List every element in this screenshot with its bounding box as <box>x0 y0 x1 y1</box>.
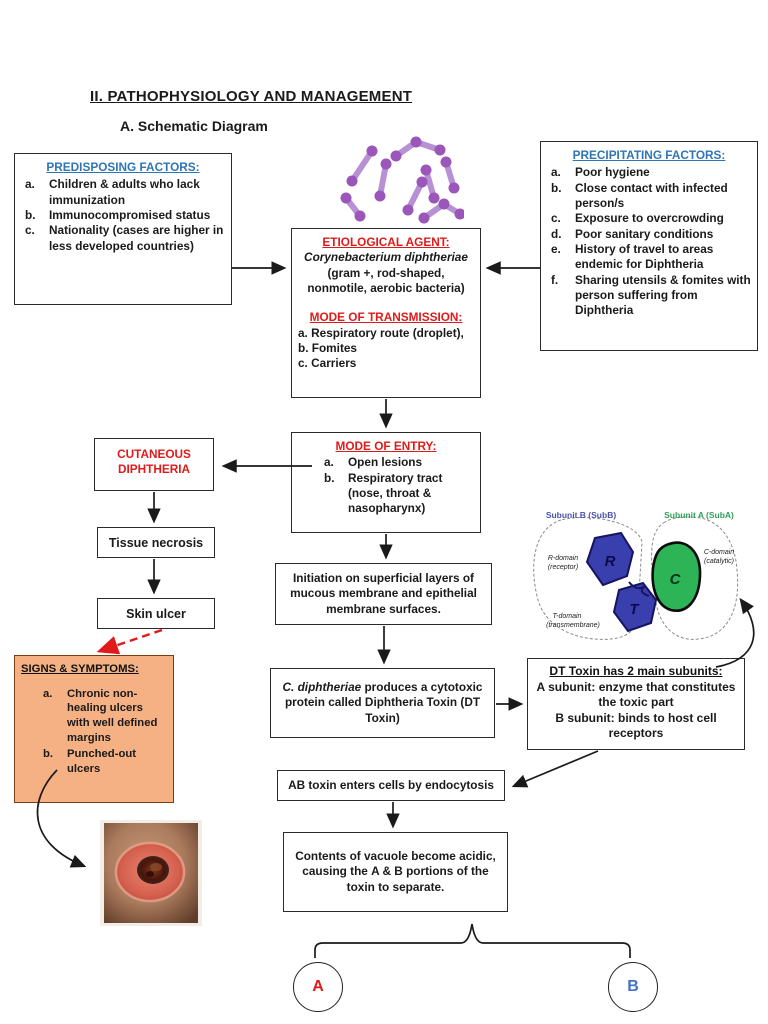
subunit-a-circle: A <box>293 962 343 1012</box>
subunit-a-outline <box>651 516 739 640</box>
list-item: d. Poor sanitary conditions <box>551 226 714 241</box>
list-item: f. Sharing utensils & fomites with perso… <box>551 272 751 318</box>
subunit-b-outline <box>533 516 643 640</box>
section-subtitle: A. Schematic Diagram <box>120 118 268 134</box>
dt-subunits-box: DT Toxin has 2 main subunits: A subunit:… <box>527 658 745 750</box>
list-item: b. Close contact with infected person/s <box>551 180 728 210</box>
list-item: a. Children & adults who lack immunizati… <box>25 177 200 207</box>
svg-text:(transmembrane): (transmembrane) <box>546 622 600 629</box>
vacuole-text: Contents of vacuole become acidic, causi… <box>295 849 496 894</box>
list-item: a. Poor hygiene <box>551 165 650 180</box>
vacuole-box: Contents of vacuole become acidic, causi… <box>283 832 508 912</box>
subunit-b-circle: B <box>608 962 658 1012</box>
skin-ulcer-box: Skin ulcer <box>97 598 215 629</box>
subunit-a-label: Subunit A (SubA) <box>664 510 734 520</box>
species-desc: (gram +, rod-shaped, <box>327 265 445 280</box>
transmission-item: b. Fomites <box>298 340 357 355</box>
c-letter: C <box>670 571 682 588</box>
c-domain-blob <box>651 541 702 612</box>
signs-heading: SIGNS & SYMPTOMS: <box>21 663 139 675</box>
bacteria-illustration <box>340 136 464 224</box>
skin-ulcer-photo <box>100 820 202 926</box>
list-item: c. Nationality (cases are higher in less… <box>25 223 224 253</box>
svg-text:C-domain: C-domain <box>704 549 734 556</box>
split-brace <box>314 923 631 958</box>
arrow-ulcer-to-signs-red <box>96 628 163 655</box>
transmission-item: c. Carriers <box>298 356 357 371</box>
mode-of-entry-heading: MODE OF ENTRY: <box>335 439 437 453</box>
precipitating-factors-box: PRECIPITATING FACTORS: a. Poor hygiene b… <box>540 141 758 351</box>
r-letter: R <box>605 553 616 570</box>
list-item: b. Punched-out ulcers <box>43 748 137 776</box>
etiological-agent-box: ETIOLOGICAL AGENT: Corynebacterium dipht… <box>291 228 481 398</box>
species-name: Corynebacterium diphtheriae <box>304 250 468 265</box>
svg-text:(catalytic): (catalytic) <box>704 558 734 565</box>
arrow-subunits-to-abtoxin <box>511 750 599 788</box>
dt-production-text: C. diphtheriae produces a cytotoxic prot… <box>282 680 483 725</box>
signs-symptoms-box: SIGNS & SYMPTOMS: a. Chronic non-healing… <box>14 655 174 803</box>
list-item: e. History of travel to areas endemic fo… <box>551 241 714 272</box>
species-desc: nonmotile, aerobic bacteria) <box>307 280 465 295</box>
dt-production-box: C. diphtheriae produces a cytotoxic prot… <box>270 668 495 738</box>
page-title: II. PATHOPHYSIOLOGY AND MANAGEMENT <box>90 88 413 105</box>
r-domain-blob <box>585 531 635 587</box>
list-item: c. Exposure to overcrowding <box>551 211 724 226</box>
predisposing-factors-box: PREDISPOSING FACTORS: a. Children & adul… <box>14 153 232 305</box>
tissue-necrosis-box: Tissue necrosis <box>97 527 215 558</box>
a-subunit-line: A subunit: enzyme that constitutes the t… <box>536 679 736 710</box>
precipitating-heading: PRECIPITATING FACTORS: <box>572 148 726 162</box>
dt-subunits-heading: DT Toxin has 2 main subunits: <box>549 664 723 678</box>
list-item: b. Respiratory tract (nose, throat & nas… <box>324 470 443 516</box>
predisposing-heading: PREDISPOSING FACTORS: <box>46 160 200 174</box>
b-subunit-line: B subunit: binds to host cell receptors <box>555 710 717 741</box>
transmission-item: a. Respiratory route (droplet), <box>298 325 464 340</box>
list-item: b. Immunocompromised status <box>25 207 211 222</box>
cutaneous-diphtheria-box: CUTANEOUS DIPHTHERIA <box>94 438 214 491</box>
svg-text:R-domain: R-domain <box>548 555 578 562</box>
svg-text:T-domain: T-domain <box>553 613 582 620</box>
list-item: a. Chronic non-healing ulcers with well … <box>43 687 158 744</box>
etiological-heading: ETIOLOGICAL AGENT: <box>322 235 450 249</box>
initiation-box: Initiation on superficial layers of muco… <box>275 563 492 625</box>
ab-toxin-box: AB toxin enters cells by endocytosis <box>277 770 505 801</box>
transmission-heading: MODE OF TRANSMISSION: <box>309 310 463 325</box>
list-item: a. Open lesions <box>324 455 423 470</box>
subunit-b-label: Subunit B (SubB) <box>546 510 617 520</box>
t-letter: T <box>629 601 640 618</box>
dt-toxin-structure-diagram: Subunit B (SubB) Subunit A (SubA) R T C … <box>533 510 739 640</box>
svg-text:(receptor): (receptor) <box>548 564 578 571</box>
mode-of-entry-box: MODE OF ENTRY: a. Open lesions b. Respir… <box>291 432 481 533</box>
